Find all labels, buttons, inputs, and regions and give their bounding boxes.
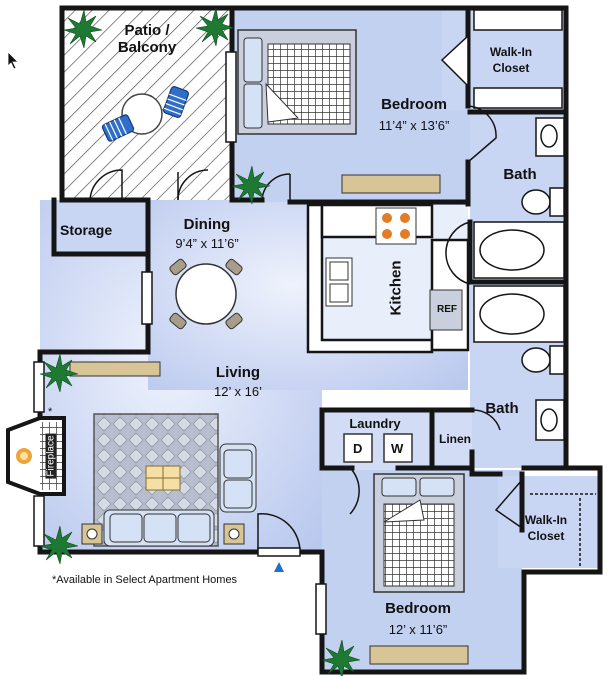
patio-balcony	[62, 8, 232, 200]
tv-console	[69, 361, 161, 377]
bedroom1-label: Bedroom	[381, 96, 447, 113]
living-dims: 12’ x 16’	[214, 384, 262, 399]
washer-box	[383, 433, 413, 463]
kitchen-label: Kitchen	[387, 260, 405, 316]
linen-label: Linen	[439, 432, 471, 446]
walkin1-label: Walk-In Closet	[489, 45, 533, 75]
fireplace-asterisk: *	[48, 406, 53, 418]
fireplace-label: Fireplace	[45, 433, 57, 479]
bath2-label: Bath	[485, 400, 519, 417]
bedroom1-dims: 11’4” x 13’6”	[378, 118, 450, 133]
patio-label: Patio / Balcony	[117, 22, 177, 56]
bedroom2-dims: 12’ x 11’6”	[388, 622, 448, 637]
refrigerator	[429, 289, 463, 331]
dining-set	[169, 258, 243, 330]
bedroom1-dresser	[341, 174, 441, 194]
side-tables	[81, 523, 245, 545]
plants	[39, 7, 361, 676]
doors	[89, 34, 523, 557]
dining-label: Dining	[183, 216, 231, 233]
bedroom2-dresser	[369, 645, 469, 665]
footnote: *Available in Select Apartment Homes	[52, 574, 238, 586]
washer-label: W	[391, 441, 404, 456]
bedroom2-bed	[373, 473, 465, 593]
closet-shelves	[530, 493, 596, 566]
dining-dims: 9’4” x 11’6”	[175, 236, 239, 251]
bath1-label: Bath	[503, 166, 537, 183]
laundry-label: Laundry	[349, 416, 401, 431]
mouse-cursor-icon	[7, 51, 19, 70]
fridge-label: REF	[437, 304, 457, 315]
kitchen-sink	[325, 257, 353, 307]
windows	[33, 9, 563, 635]
bath-fixtures	[473, 117, 565, 441]
stove	[375, 207, 417, 245]
living-sofa	[103, 509, 215, 547]
entry-arrow	[274, 562, 284, 572]
living-label: Living	[215, 364, 261, 381]
living-loveseat	[219, 443, 257, 513]
bedroom2-label: Bedroom	[385, 600, 451, 617]
bedroom1-bed	[237, 29, 357, 135]
walkin2-label: Walk-In Closet	[524, 513, 568, 543]
dryer-box	[343, 433, 373, 463]
storage-label: Storage	[60, 222, 113, 238]
dryer-label: D	[353, 441, 363, 456]
